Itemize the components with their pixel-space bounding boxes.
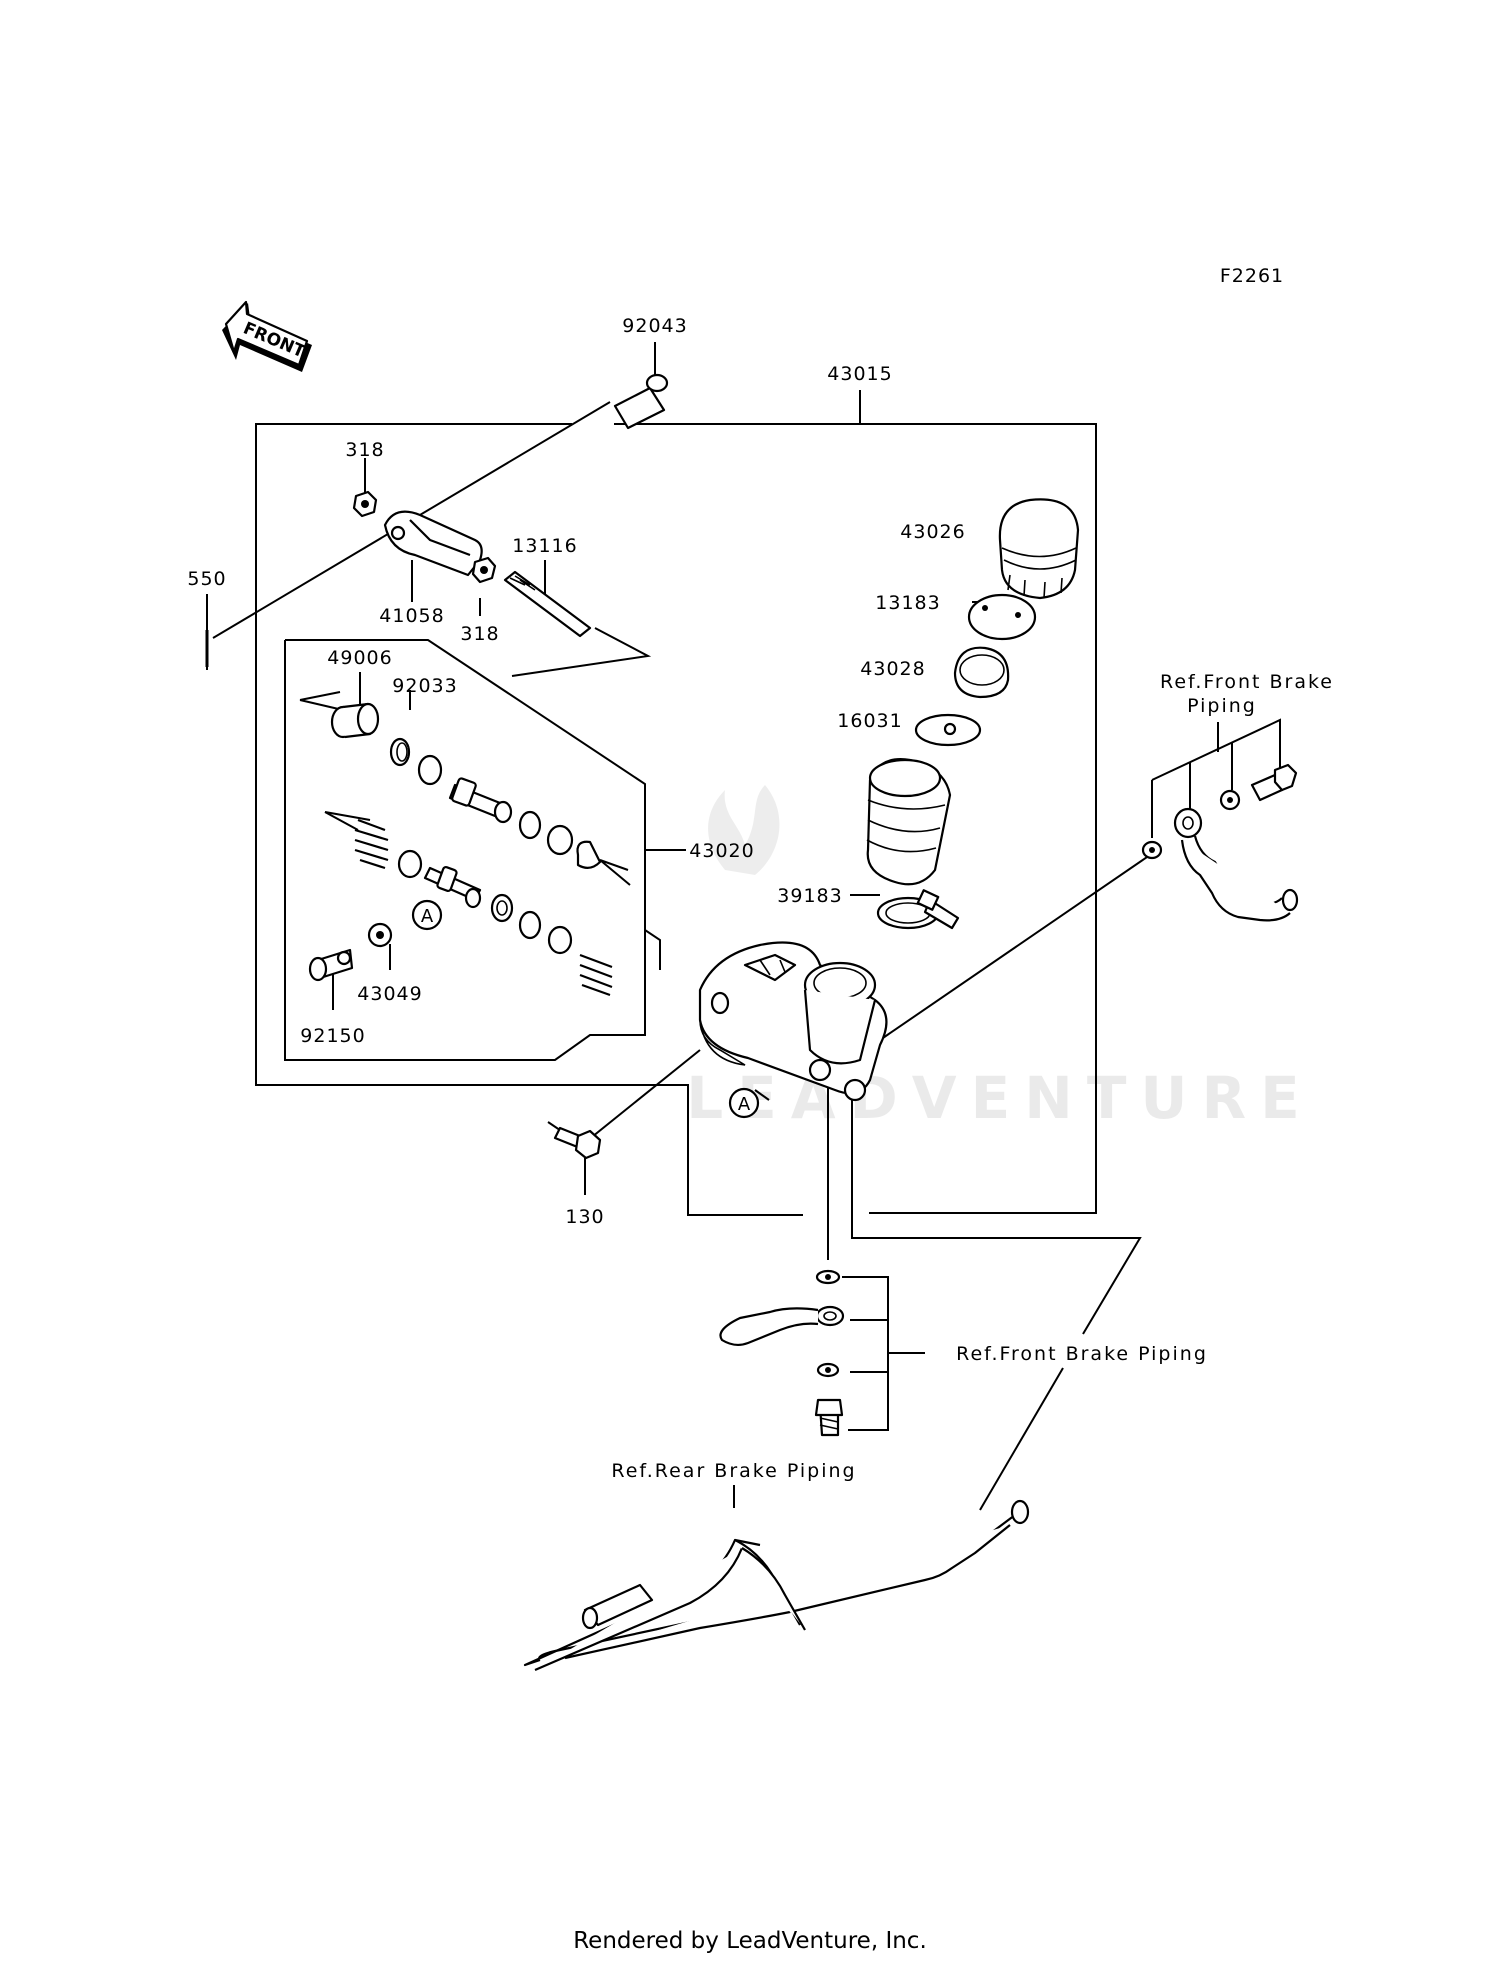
- part-41058-clevis: [383, 510, 483, 577]
- ref-rear-brake: Ref.Rear Brake Piping: [611, 1460, 856, 1482]
- part-13183-diaphragm-plate: [967, 593, 1037, 641]
- part-92033-circlip: [389, 737, 411, 767]
- callout-550: 550: [187, 568, 226, 590]
- callout-130: 130: [565, 1206, 604, 1228]
- marker-a-lower: A: [728, 1087, 760, 1119]
- leader-front-hose: [879, 854, 1151, 1041]
- ref-front-brake-upper-line2: Piping: [1187, 695, 1257, 717]
- callout-16031: 16031: [837, 710, 902, 732]
- part-rear-brake-pipe: [523, 1499, 1030, 1672]
- reference-labels: Ref.Front Brake Piping Ref.Front Brake P…: [611, 671, 1334, 1482]
- leader-rear-brake: [851, 1090, 1142, 1335]
- frame-43020-notch: [644, 928, 661, 970]
- part-130-screw: [553, 1126, 602, 1160]
- callout-49006: 49006: [327, 647, 392, 669]
- leader-rear-brake-2: [979, 1367, 1064, 1511]
- part-spring-row2: [354, 818, 482, 909]
- ref-front-brake-upper-line1: Ref.Front Brake: [1160, 671, 1334, 693]
- callout-92033: 92033: [392, 675, 457, 697]
- part-13116-push-rod: [503, 570, 592, 638]
- figure-code: F2261: [1220, 265, 1284, 287]
- leader-49006-v1: [299, 691, 341, 701]
- leader-13116-v: [511, 627, 652, 677]
- leader-spring-v2: [324, 811, 359, 831]
- ref-front-upper-bracket: [1151, 718, 1281, 781]
- watermark-text: LEADVENTURE: [686, 1064, 1314, 1132]
- marker-a-upper: A: [411, 899, 443, 931]
- callout-13116: 13116: [512, 535, 577, 557]
- callout-92150: 92150: [300, 1025, 365, 1047]
- callout-labels: 92043 43015 318 318 41058 13116 550 4900…: [187, 315, 965, 1228]
- part-318-nut-a: [352, 490, 378, 518]
- leader-kit-v: [599, 859, 631, 886]
- part-43026-reservoir-cap: [998, 498, 1080, 600]
- ref-front-brake-lower: Ref.Front Brake Piping: [956, 1343, 1208, 1365]
- marker-a-lower-label: A: [738, 1094, 751, 1115]
- callout-39183: 39183: [777, 885, 842, 907]
- callout-43028: 43028: [860, 658, 925, 680]
- part-piston-row1: [417, 754, 602, 869]
- part-92043-pin: [613, 373, 669, 430]
- leader-130-to-body: [581, 1049, 701, 1146]
- frame-43020: [284, 639, 646, 1061]
- callout-43026: 43026: [900, 521, 965, 543]
- part-92150-bolt: [308, 948, 354, 982]
- part-spring-row3: [579, 953, 613, 997]
- part-49006-cup: [330, 702, 380, 739]
- part-43049-washer: [367, 922, 393, 948]
- callout-13183: 13183: [875, 592, 940, 614]
- frame-43015-right: [614, 423, 1097, 1214]
- part-16031-float: [914, 713, 982, 747]
- leader-spring-v1: [324, 811, 371, 821]
- part-master-cylinder-body: [698, 941, 888, 1102]
- part-318-nut-b: [471, 556, 497, 584]
- callout-92043: 92043: [622, 315, 687, 337]
- footer-credit: Rendered by LeadVenture, Inc.: [573, 1928, 927, 1954]
- part-front-brake-hose-upper: [1141, 763, 1299, 922]
- callout-43049: 43049: [357, 983, 422, 1005]
- leader-a-lower: [754, 1089, 770, 1101]
- callout-318-b: 318: [460, 623, 499, 645]
- part-39183-hose-clamp: [876, 889, 960, 930]
- part-seal-row3: [490, 893, 573, 955]
- watermark-flame-icon: [708, 785, 780, 875]
- callout-43020: 43020: [689, 840, 754, 862]
- callout-41058: 41058: [379, 605, 444, 627]
- callout-43015: 43015: [827, 363, 892, 385]
- part-43028-diaphragm: [953, 646, 1010, 699]
- part-reservoir-body: [866, 758, 952, 886]
- marker-a-upper-label: A: [421, 906, 434, 927]
- callout-318-a: 318: [345, 439, 384, 461]
- frame-43015: [255, 423, 803, 1216]
- front-arrow-icon: FRONT: [222, 300, 312, 372]
- part-front-brake-fitting-lower: [719, 1269, 845, 1437]
- ref-front-lower-bracket: [842, 1276, 889, 1431]
